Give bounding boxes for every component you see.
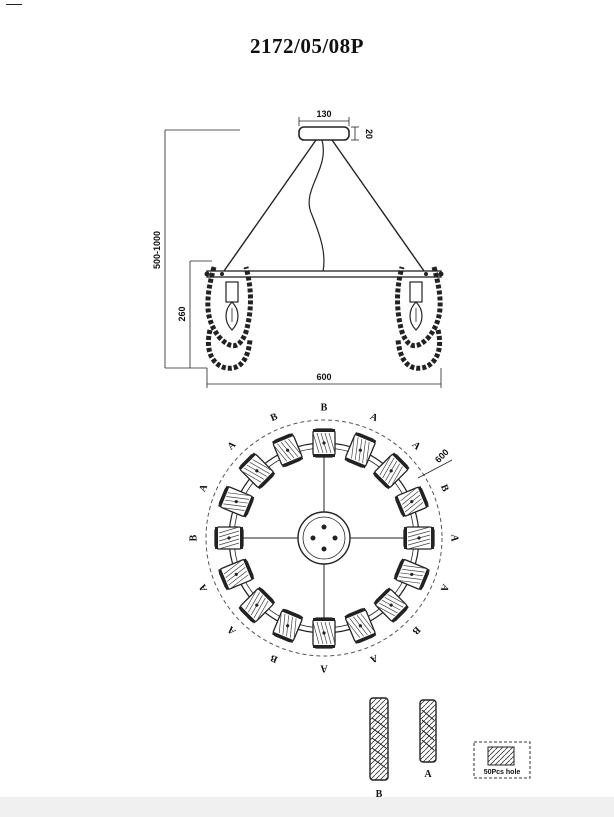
arm-label: B [438,483,451,494]
crystal-group [394,486,429,518]
arm-label: A [197,582,210,594]
crystal-group [344,607,377,644]
total-height-label: 500-1000 [152,231,162,269]
cable-right [331,139,425,272]
arm-label: A [438,582,451,594]
arm-label: A [368,411,380,424]
arm-label: A [197,482,210,494]
crystal-group [312,617,336,649]
canopy-height-label: 20 [364,129,374,139]
crystal-b-label: B [376,789,383,800]
arm-label: A [368,652,380,665]
crystal-group [218,558,255,591]
elevation-view: 130 20 500-1000 [152,109,444,388]
crystal-group [238,586,276,624]
crystal-group [272,433,304,468]
arm-label: B [269,411,280,424]
power-cord [308,139,325,273]
crystal-group [344,432,377,469]
arm-label: B [410,624,423,637]
arm-label: B [321,402,328,413]
legend: B A 50Pcs hole [369,697,531,800]
arm-label: A [225,623,238,636]
width-label: 600 [316,372,331,382]
crystal-arms: B A A B A A B A A B A A B A A B [188,402,459,673]
crystal-group [312,428,336,458]
arm-label: A [320,663,328,674]
crystal-group [218,485,255,518]
crystal-group [373,587,409,623]
crystal-loop-left [205,266,253,349]
crystal-group [372,452,410,490]
crystal-group [214,526,244,550]
product-code-title: 2172/05/08P [250,34,364,58]
body-height-label: 260 [177,306,187,321]
cable-left [223,139,317,272]
corner-mark [6,4,22,5]
center-hub [297,511,351,565]
arm-label: A [410,439,423,452]
footer-band [0,797,614,817]
arm-label: B [188,534,199,541]
arm-label: B [269,652,280,665]
crystal-group [272,608,304,643]
arm-label: A [449,534,460,542]
hole-label: 50Pcs hole [484,769,521,776]
crystal-group [238,452,276,490]
canopy [298,126,350,141]
crystal-loop-right [395,266,443,349]
canopy-width-label: 130 [316,109,331,119]
crystal-group [403,526,435,550]
crystal-a-label: A [424,769,432,780]
frame-bar [206,270,442,278]
crystal-group [393,558,430,591]
arm-label: A [225,439,238,452]
crystal-a-shape [419,699,437,763]
outer-dashed-circle [205,419,443,657]
